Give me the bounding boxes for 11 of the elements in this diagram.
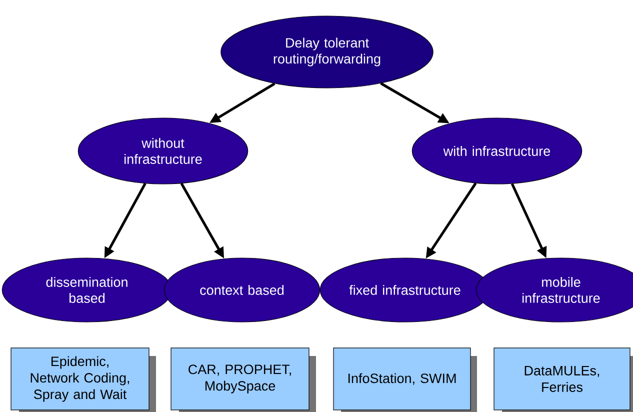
text-box: Epidemic, Network Coding, Spray and Wait <box>10 348 156 412</box>
ellipse-node: context based <box>164 258 320 322</box>
ellipse-node: with infrastructure <box>412 118 582 184</box>
ellipse-node: mobile infrastructure <box>476 258 633 322</box>
ellipse-node: without infrastructure <box>78 118 248 184</box>
text-box: InfoStation, SWIM <box>333 348 477 412</box>
ellipse-node: fixed infrastructure <box>320 258 490 322</box>
ellipse-node: Delay tolerant routing/forwarding <box>220 16 434 88</box>
text-box: DataMULEs, Ferries <box>494 348 633 412</box>
text-box: CAR, PROPHET, MobySpace <box>170 348 316 412</box>
ellipse-node: dissemination based <box>2 258 172 322</box>
